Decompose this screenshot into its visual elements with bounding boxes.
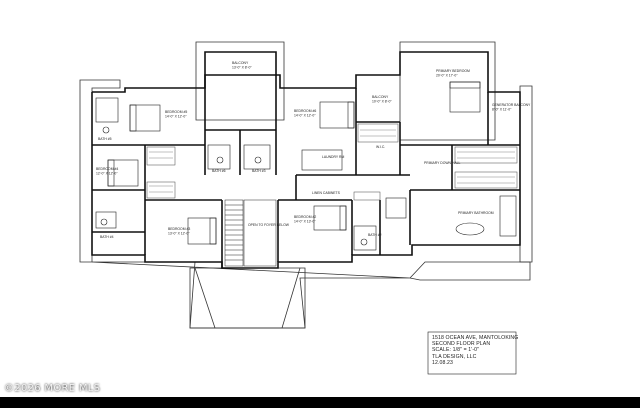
sheet-title: SECOND FLOOR PLAN [432, 341, 491, 348]
room-dims-balcony-1: 13'-0" X 8'-0" [232, 66, 252, 70]
furniture [95, 81, 517, 251]
room-label-open-below: OPEN TO FOYER BELOW [248, 223, 290, 227]
room-label-bath-2: BATH #2 [368, 233, 382, 237]
room-label-balcony-2: BALCONY [372, 95, 389, 99]
room-label-wic: W.I.C. [376, 145, 385, 149]
room-label-bedroom-3: BEDROOM #3 [168, 227, 190, 231]
room-label-bath-3: BATH #3 [252, 169, 266, 173]
room-label-primary-bath: PRIMARY BATHROOM [458, 211, 494, 215]
room-label-linen: LINEN CABINETS [312, 191, 341, 195]
designer-name: TLA DESIGN, LLC [432, 353, 477, 360]
room-dims-bedroom-6: 14'-0" X 12'-0" [294, 114, 316, 118]
room-dims-generator: 8'-0" X 11'-0" [492, 108, 512, 112]
room-label-primary-bedroom: PRIMARY BEDROOM [436, 69, 470, 73]
drawing-scale: SCALE: 1/8" = 1'-0" [432, 347, 480, 354]
closets [146, 123, 518, 201]
room-dims-bedroom-2: 14'-0" X 13'-0" [294, 220, 316, 224]
title-block-frame [427, 331, 517, 375]
room-label-bedroom-2: BEDROOM #2 [294, 215, 316, 219]
room-label-bath-4: BATH #4 [100, 235, 114, 239]
project-address: 1518 OCEAN AVE, MANTOLOKING [432, 335, 519, 341]
room-label-bedroom-4: BEDROOM #4 [96, 167, 118, 171]
room-label-generator: GENERATOR BALCONY [492, 103, 531, 107]
room-dims-bedroom-5: 14'-0" X 12'-0" [165, 115, 187, 119]
room-label-laundry: LAUNDRY RM [322, 155, 344, 159]
drawing-date: 12.08.23 [432, 359, 453, 366]
room-dims-balcony-2: 10'-0" X 8'-0" [372, 100, 392, 104]
room-label-bath-5: BATH #5 [98, 137, 112, 141]
room-label-primary-hall: PRIMARY DOWN HALL [424, 161, 461, 165]
title-block: 1518 OCEAN AVE, MANTOLOKING SECOND FLOOR… [432, 335, 519, 373]
room-label-balcony-1: BALCONY [232, 61, 249, 65]
room-label-bath-6: BATH #6 [212, 169, 226, 173]
room-label-bedroom-5: BEDROOM #5 [165, 110, 187, 114]
closet-hatch [149, 129, 515, 193]
drawing-sheet [0, 0, 640, 397]
room-dims-bedroom-3: 13'-0" X 12'-0" [168, 232, 190, 236]
room-dims-primary-bedroom: 20'-0" X 17'-0" [436, 74, 458, 78]
mls-watermark: ©2026 MORE MLS [4, 383, 101, 394]
room-dims-bedroom-4: 12'-0" X 12'-0" [96, 172, 118, 176]
stairs [224, 199, 277, 267]
room-label-bedroom-6: BEDROOM #6 [294, 109, 316, 113]
walls [91, 51, 521, 269]
